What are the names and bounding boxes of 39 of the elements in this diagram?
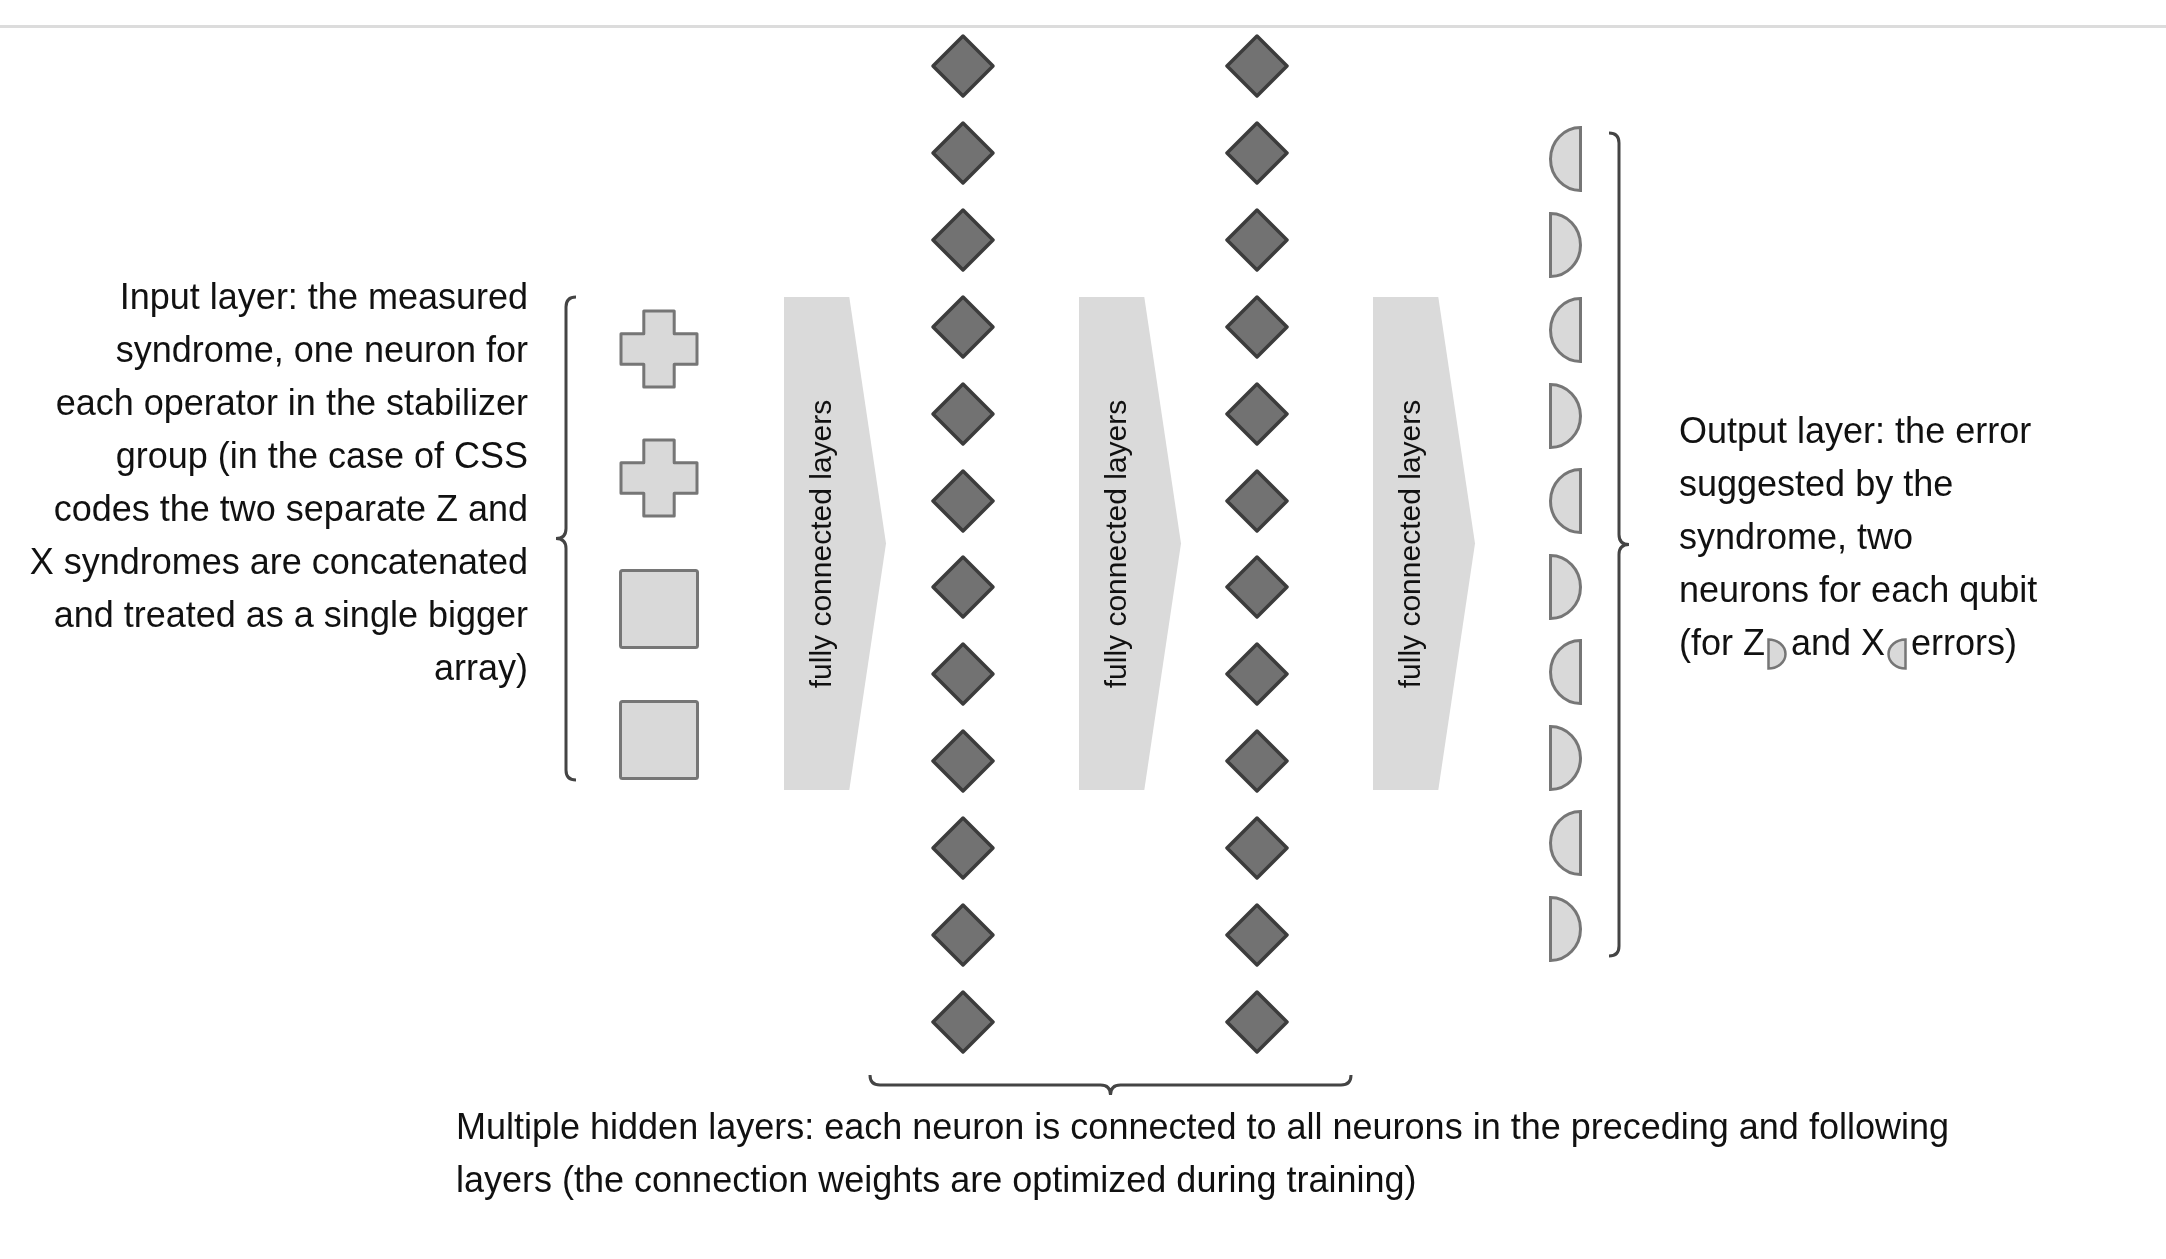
diamond-shape	[1225, 642, 1289, 707]
chevron-band	[1373, 297, 1475, 790]
band-label: fully connected layers	[803, 399, 838, 688]
diamond-shape	[1225, 903, 1289, 967]
band-label: fully connected layers	[1392, 399, 1427, 688]
output-note-text: (for Z	[1679, 621, 1765, 665]
diamond-shape	[1225, 381, 1289, 446]
diamond-shape	[1225, 294, 1289, 359]
diamond-shape	[931, 207, 995, 272]
diamond-shape	[931, 729, 995, 794]
diamond-shape	[931, 381, 995, 446]
output-note-text: errors)	[1911, 621, 2018, 665]
diamond-shape	[931, 34, 995, 98]
diamond-shape	[931, 989, 995, 1054]
square-box	[619, 569, 699, 649]
diamond-shape	[931, 468, 995, 533]
band-label: fully connected layers	[1098, 399, 1133, 688]
chevron-band	[784, 297, 886, 790]
diamond-shape	[931, 120, 995, 185]
diamond-shape	[1225, 729, 1289, 794]
diamond-shape	[931, 903, 995, 967]
input-layer-description: Input layer: the measured syndrome, one neuron for each operator in the stabilizer group (in the case of CSS codes the two separate Z and X syndromes are concatenated and treated as a single bigger array)	[28, 275, 528, 690]
chevron-band	[1079, 297, 1181, 790]
diamond-shape	[931, 816, 995, 881]
diamond-shape	[1225, 555, 1289, 620]
cross-shape	[619, 438, 699, 518]
hidden-layers-description: Multiple hidden layers: each neuron is connected to all neurons in the preceding and following layers (the connection weights are optimized during training)	[456, 1105, 1950, 1202]
square-box	[619, 700, 699, 780]
diamond-shape	[1225, 120, 1289, 185]
diamond-shape	[931, 642, 995, 707]
diamond-shape	[931, 294, 995, 359]
diamond-shape	[1225, 816, 1289, 881]
diamond-shape	[931, 555, 995, 620]
cross-shape	[619, 309, 699, 389]
diamond-shape	[1225, 34, 1289, 98]
diamond-shape	[1225, 207, 1289, 272]
output-note-text: and X	[1791, 621, 1886, 665]
diamond-shape	[1225, 989, 1289, 1054]
diamond-shape	[1225, 468, 1289, 533]
